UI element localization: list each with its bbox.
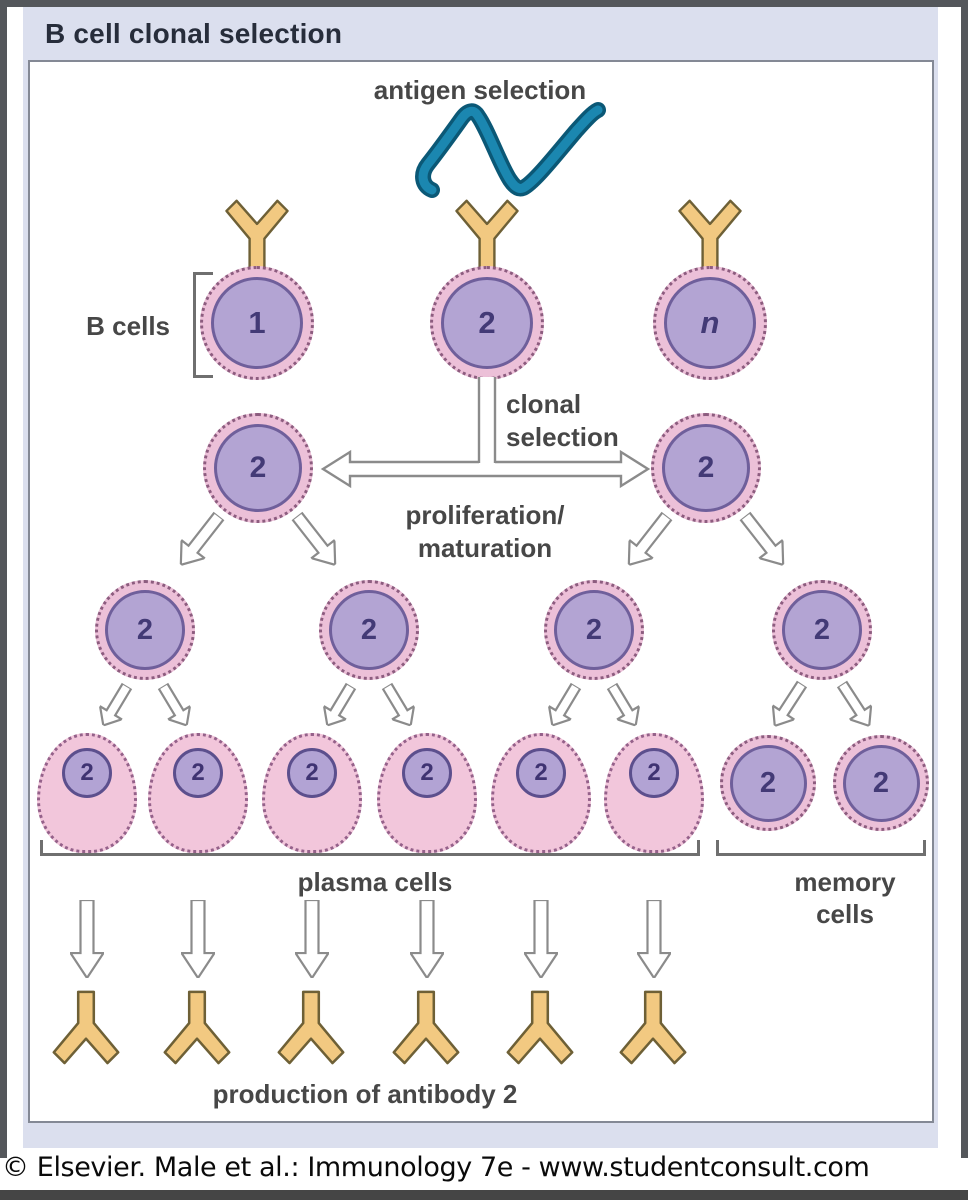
- antibody-icon: [614, 988, 692, 1066]
- b-cells-bracket: [193, 272, 213, 378]
- secretion-arrow-icon: [524, 900, 558, 978]
- copyright-text: © Elsevier. Male et al.: Immunology 7e -…: [2, 1152, 870, 1183]
- b-cell-receptor-icon: [220, 198, 294, 272]
- antibody-icon: [47, 988, 125, 1066]
- plasma-cells-bracket: [40, 840, 700, 856]
- cell-number: 2: [872, 766, 890, 799]
- cell-number: 1: [248, 305, 266, 340]
- secretion-arrow-icon: [295, 900, 329, 978]
- clonal-selection-arrow-icon: [320, 377, 651, 489]
- plasma-cell: 2: [262, 733, 362, 853]
- cell-number: 2: [249, 451, 267, 484]
- memory-cells-label: memory cells: [794, 867, 896, 929]
- clonal-selection-label: clonal selection: [506, 389, 619, 452]
- memory-cell: 2: [833, 735, 929, 831]
- b-cell-1: 1: [200, 266, 314, 380]
- antibody-icon: [158, 988, 236, 1066]
- secretion-arrow-icon: [637, 900, 671, 978]
- memory-cell: 2: [720, 735, 816, 831]
- secretion-arrow-icon: [410, 900, 444, 978]
- clone-cell: 2: [544, 580, 644, 680]
- cell-number: 2: [360, 613, 378, 646]
- production-label: production of antibody 2: [212, 1079, 518, 1109]
- cell-number: 2: [585, 613, 603, 646]
- cell-number: 2: [759, 766, 777, 799]
- cell-number: 2: [420, 759, 434, 786]
- cell-number: n: [700, 305, 720, 340]
- cell-number: 2: [136, 613, 154, 646]
- cell-number: 2: [534, 759, 548, 786]
- clone-cell: 2: [772, 580, 872, 680]
- secretion-arrow-icon: [181, 900, 215, 978]
- cell-number: 2: [478, 305, 496, 340]
- antibody-icon: [387, 988, 465, 1066]
- plasma-cell: 2: [491, 733, 591, 853]
- cell-number: 2: [191, 759, 205, 786]
- cell-number: 2: [697, 451, 715, 484]
- b-cell-receptor-icon: [450, 198, 524, 272]
- cell-number: 2: [813, 613, 831, 646]
- memory-cells-bracket: [716, 840, 926, 856]
- frame-right: [961, 0, 968, 1158]
- plasma-cells-label: plasma cells: [297, 867, 453, 897]
- cell-number: 2: [80, 759, 94, 786]
- cell-number: 2: [647, 759, 661, 786]
- clone-cell: 2: [95, 580, 195, 680]
- plasma-cell: 2: [604, 733, 704, 853]
- antibody-icon: [272, 988, 350, 1066]
- antigen-selection-label: antigen selection: [373, 75, 587, 105]
- b-cell-n: n: [653, 266, 767, 380]
- clone-cell: 2: [319, 580, 419, 680]
- clone-cell: 2: [651, 413, 761, 523]
- b-cells-label: B cells: [86, 311, 170, 341]
- plasma-cell: 2: [377, 733, 477, 853]
- antibody-icon: [501, 988, 579, 1066]
- plasma-cell: 2: [37, 733, 137, 853]
- figure-title: B cell clonal selection: [45, 18, 343, 49]
- frame-bottom: [0, 1190, 968, 1200]
- b-cell-receptor-icon: [673, 198, 747, 272]
- antigen-icon: [415, 102, 606, 198]
- cell-number: 2: [305, 759, 319, 786]
- frame-left: [0, 0, 7, 1158]
- plasma-cell: 2: [148, 733, 248, 853]
- proliferation-maturation-label: proliferation/ maturation: [405, 500, 565, 563]
- clone-cell: 2: [203, 413, 313, 523]
- b-cell-2: 2: [430, 266, 544, 380]
- frame-top: [0, 0, 968, 7]
- secretion-arrow-icon: [70, 900, 104, 978]
